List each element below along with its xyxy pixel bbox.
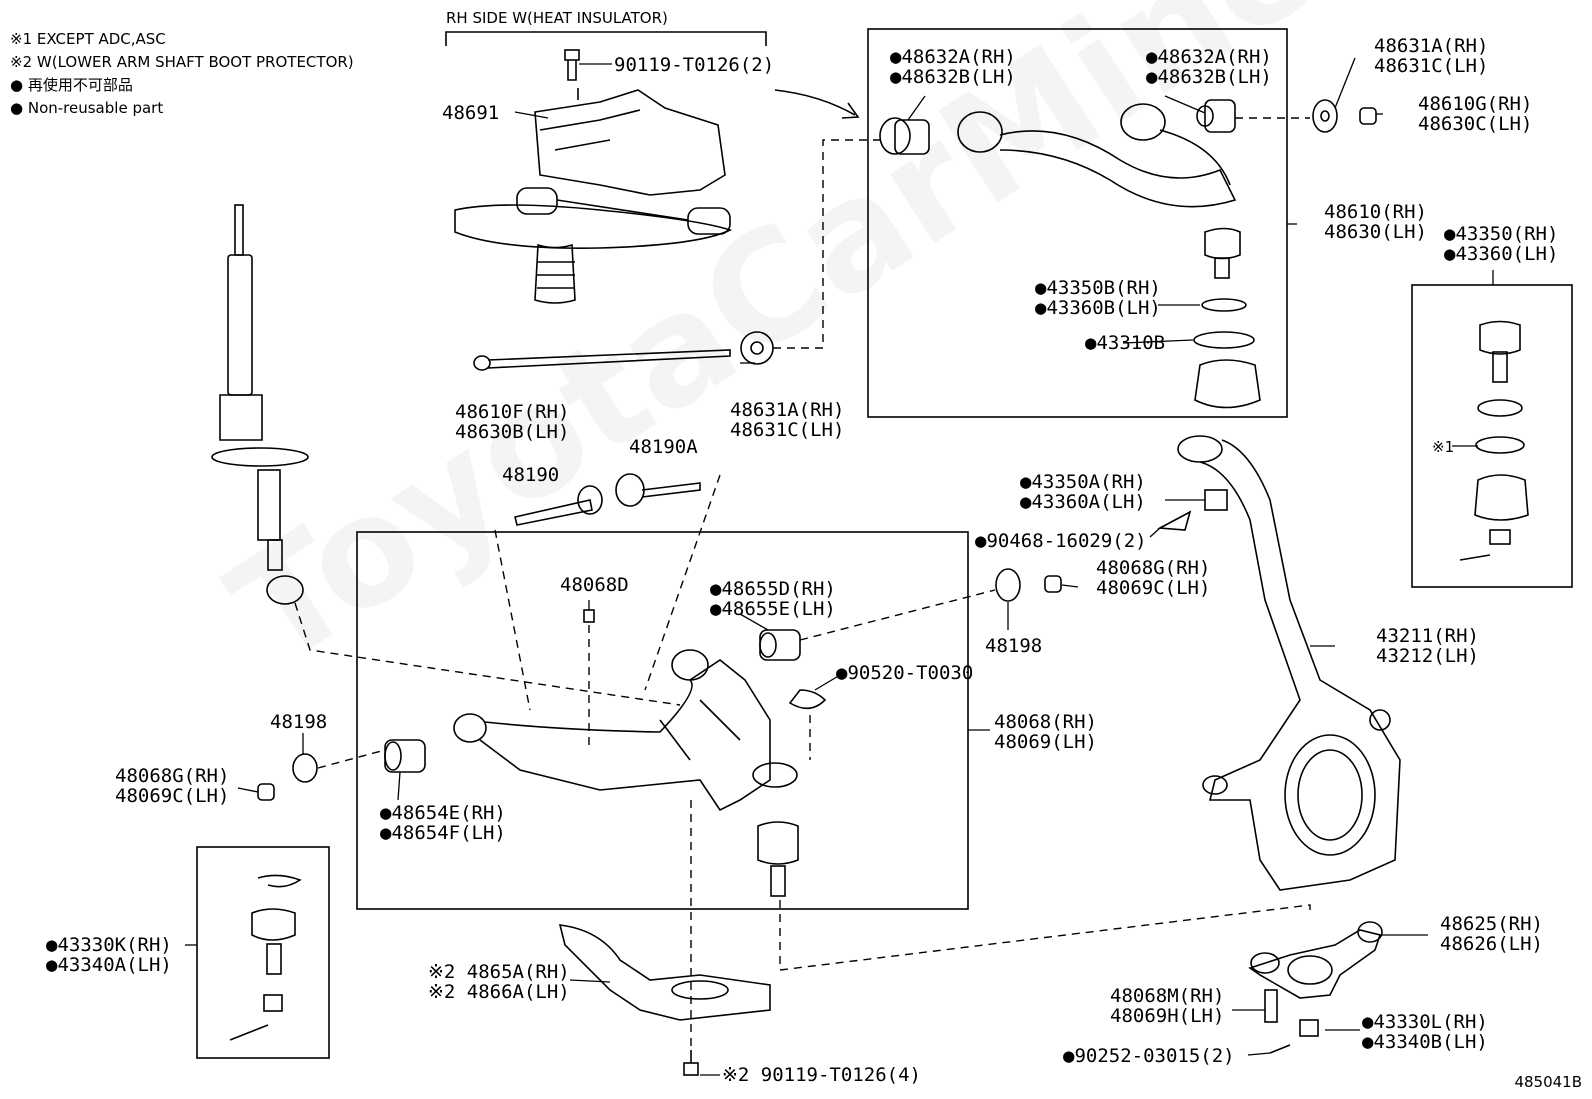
label-48068g-right: 48068G(RH)48069C(LH) — [1096, 557, 1211, 599]
legend-note-2: ※2 W(LOWER ARM SHAFT BOOT PROTECTOR) — [10, 53, 354, 71]
washer-48198-left — [292, 753, 318, 783]
dash-shock-to-lower-arm — [294, 602, 681, 706]
leader-lines — [185, 57, 1494, 1076]
label-48632-left: ●48632A(RH)●48632B(LH) — [890, 46, 1016, 88]
upper-mount-part — [454, 187, 733, 304]
label-48631a-bottom: 48631A(RH)48631C(LH) — [730, 399, 845, 441]
dash-balljoint-to-knucklearm — [779, 900, 1311, 971]
label-48198-right: 48198 — [985, 635, 1043, 657]
label-43350: ●43350(RH)●43360(LH) — [1444, 223, 1559, 265]
label-note-x1: ※1 — [1432, 438, 1455, 456]
label-48068m: 48068M(RH)48069H(LH) — [1110, 985, 1225, 1027]
lower-arm-group-box — [356, 531, 969, 910]
label-90520: ●90520-T0030 — [836, 662, 974, 684]
cotter-pin-90468 — [1157, 510, 1192, 531]
dash-bolt48190a-to-arm — [644, 474, 721, 691]
knuckle-arm-part — [1248, 921, 1383, 999]
bolt-48068m — [1264, 989, 1278, 1023]
legend-note-3: ● 再使用不可部品 — [10, 76, 133, 94]
spare-lower-ball-joint-part — [229, 874, 302, 1041]
diagram-id: 485041B — [1514, 1073, 1582, 1091]
boot-protector-part — [558, 924, 771, 1021]
spare-upper-ball-joint-part — [1459, 320, 1529, 561]
label-43330k: ●43330K(RH)●43340A(LH) — [46, 934, 172, 976]
shock-absorber-part — [211, 204, 309, 605]
washer-48631a-top — [1312, 99, 1338, 133]
bolt-90119-top — [564, 49, 580, 81]
label-43211: 43211(RH)43212(LH) — [1376, 625, 1479, 667]
cam-bolt-48190a — [615, 473, 701, 507]
cam-bolt-48190 — [514, 485, 603, 526]
label-48654: ●48654E(RH)●48654F(LH) — [380, 802, 506, 844]
label-48610: 48610(RH)48630(LH) — [1324, 201, 1427, 243]
snap-ring-90520 — [788, 689, 827, 710]
bolt-90119-bottom — [683, 1062, 699, 1076]
label-43310b: ●43310B — [1085, 332, 1166, 354]
label-90119-t0126-top: 90119-T0126(2) — [614, 54, 775, 76]
dash-shaft-to-upper-box — [773, 139, 880, 349]
label-43350a: ●43350A(RH)●43360A(LH) — [1020, 471, 1146, 513]
label-48625: 48625(RH)48626(LH) — [1440, 913, 1543, 955]
upper-ball-joint-group-box — [1411, 284, 1573, 588]
label-48655: ●48655D(RH)●48655E(LH) — [710, 578, 836, 620]
upper-control-arm-part — [879, 99, 1237, 208]
label-48068: 48068(RH)48069(LH) — [994, 711, 1097, 753]
washer-48198-right — [995, 568, 1021, 602]
insulator-bracket — [445, 31, 767, 46]
label-90252: ●90252-03015(2) — [1063, 1045, 1235, 1067]
lower-ball-joint-group-box — [196, 846, 330, 1059]
label-48068g-left: 48068G(RH)48069C(LH) — [115, 765, 230, 807]
nut-48068g-right — [1044, 575, 1062, 593]
nut-48068g-left — [257, 783, 275, 801]
dash-washer-to-bushing — [317, 749, 386, 769]
nut-48610g — [1359, 107, 1377, 125]
label-48610g: 48610G(RH)48630C(LH) — [1418, 93, 1533, 135]
legend-note-1: ※1 EXCEPT ADC,ASC — [10, 30, 166, 48]
dash-bushing48655-to-washer — [799, 589, 996, 641]
dash-bolt48190-to-arm — [494, 529, 531, 711]
label-48190a: 48190A — [629, 436, 698, 458]
heat-insulator-part — [534, 88, 726, 196]
legend-note-4: ● Non-reusable part — [10, 99, 164, 117]
label-48632-right: ●48632A(RH)●48632B(LH) — [1146, 46, 1272, 88]
nut-43330l — [1299, 1019, 1319, 1037]
label-4865a: ※2 4865A(RH)※2 4866A(LH) — [428, 961, 570, 1003]
lower-control-arm-part — [453, 649, 798, 812]
bushing-48655 — [759, 629, 801, 661]
legend: ※1 EXCEPT ADC,ASC ※2 W(LOWER ARM SHAFT B… — [10, 28, 354, 120]
steering-knuckle-part — [1177, 435, 1401, 891]
cotter-pin-90252 — [1269, 1044, 1291, 1054]
label-43350b: ●43350B(RH)●43360B(LH) — [1035, 277, 1161, 319]
heat-insulator-caption: RH SIDE W(HEAT INSULATOR) — [446, 9, 668, 27]
label-48631a-top: 48631A(RH)48631C(LH) — [1374, 35, 1489, 77]
upper-shaft-part — [473, 331, 774, 371]
lower-ball-joint-part — [757, 821, 799, 897]
label-90119-t0126-bottom: ※2 90119-T0126(4) — [722, 1064, 921, 1086]
label-90468: ●90468-16029(2) — [975, 530, 1147, 552]
label-48068d: 48068D — [560, 574, 629, 596]
castle-nut-43350a — [1204, 489, 1228, 511]
label-48691: 48691 — [442, 102, 500, 124]
label-48198-left: 48198 — [270, 711, 328, 733]
stopper-48068d — [583, 609, 595, 623]
label-48190: 48190 — [502, 464, 560, 486]
insulator-arrow — [774, 89, 860, 119]
upper-arm-group-box — [867, 28, 1288, 418]
label-48610f: 48610F(RH)48630B(LH) — [455, 401, 570, 443]
label-43330l: ●43330L(RH)●43340B(LH) — [1362, 1011, 1488, 1053]
bushing-48654 — [384, 739, 426, 773]
upper-ball-joint-part — [1193, 227, 1261, 409]
